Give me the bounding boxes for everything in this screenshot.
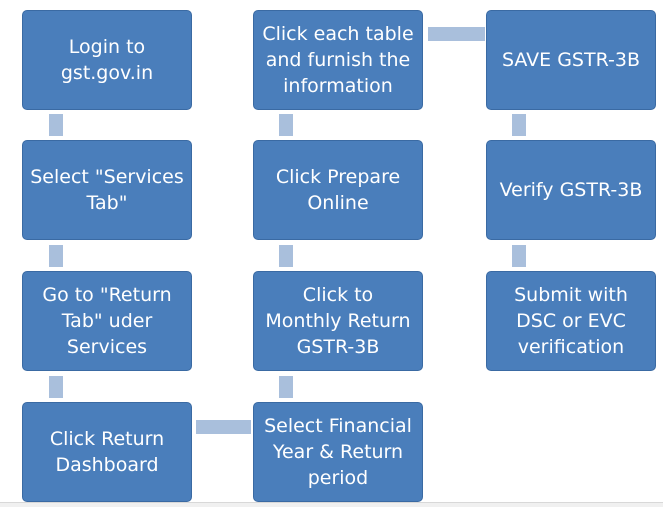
step-login: Login to gst.gov.in xyxy=(22,10,192,110)
connector-login-to-services xyxy=(49,114,63,136)
connector-prepare-to-furnish xyxy=(279,114,293,136)
step-return-dashboard: Click Return Dashboard xyxy=(22,402,192,502)
step-verify: Verify GSTR-3B xyxy=(486,140,656,240)
connector-verify-to-submit xyxy=(512,245,526,267)
connector-save-to-verify xyxy=(512,114,526,136)
connector-financial-year-to-monthly xyxy=(279,376,293,398)
step-return-tab: Go to "Return Tab" uder Services xyxy=(22,271,192,371)
step-monthly-return: Click to Monthly Return GSTR-3B xyxy=(253,271,423,371)
connector-monthly-to-prepare xyxy=(279,245,293,267)
step-save: SAVE GSTR-3B xyxy=(486,10,656,110)
connector-furnish-to-save xyxy=(428,27,485,41)
step-prepare-online: Click Prepare Online xyxy=(253,140,423,240)
step-financial-year: Select Financial Year & Return period xyxy=(253,402,423,502)
bottom-border xyxy=(0,502,663,507)
step-services-tab: Select "Services Tab" xyxy=(22,140,192,240)
connector-services-to-return-tab xyxy=(49,245,63,267)
connector-dashboard-to-financial-year xyxy=(196,420,251,434)
step-submit: Submit with DSC or EVC verification xyxy=(486,271,656,371)
step-furnish-info: Click each table and furnish the informa… xyxy=(253,10,423,110)
connector-return-tab-to-dashboard xyxy=(49,376,63,398)
